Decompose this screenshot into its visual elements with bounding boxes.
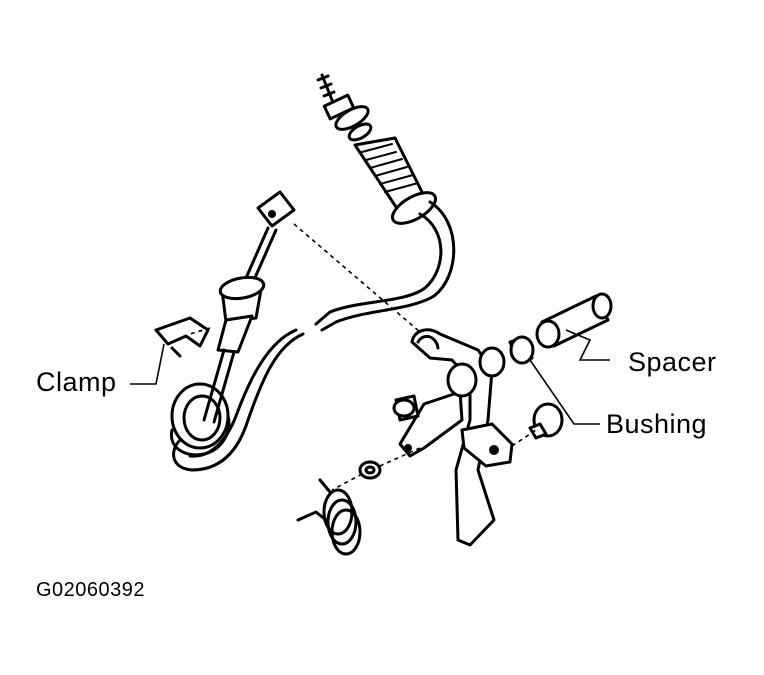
figure-code: G02060392 (36, 579, 146, 601)
leader-lines (130, 329, 610, 425)
cable-sheath (172, 200, 456, 472)
return-spring (296, 478, 362, 556)
pin-part (528, 402, 564, 440)
pivot-bracket (392, 362, 478, 458)
clamp-label: Clamp (36, 367, 117, 397)
nut-part (358, 460, 382, 480)
alignment-lines (189, 223, 537, 491)
spacer-part (535, 292, 613, 349)
cable-upper-end (316, 73, 437, 225)
clamp-part (154, 316, 210, 358)
cable-lower-end (169, 190, 296, 457)
spacer-label: Spacer (628, 347, 717, 377)
bushing-label: Bushing (606, 409, 708, 439)
bushing-part (478, 335, 535, 378)
